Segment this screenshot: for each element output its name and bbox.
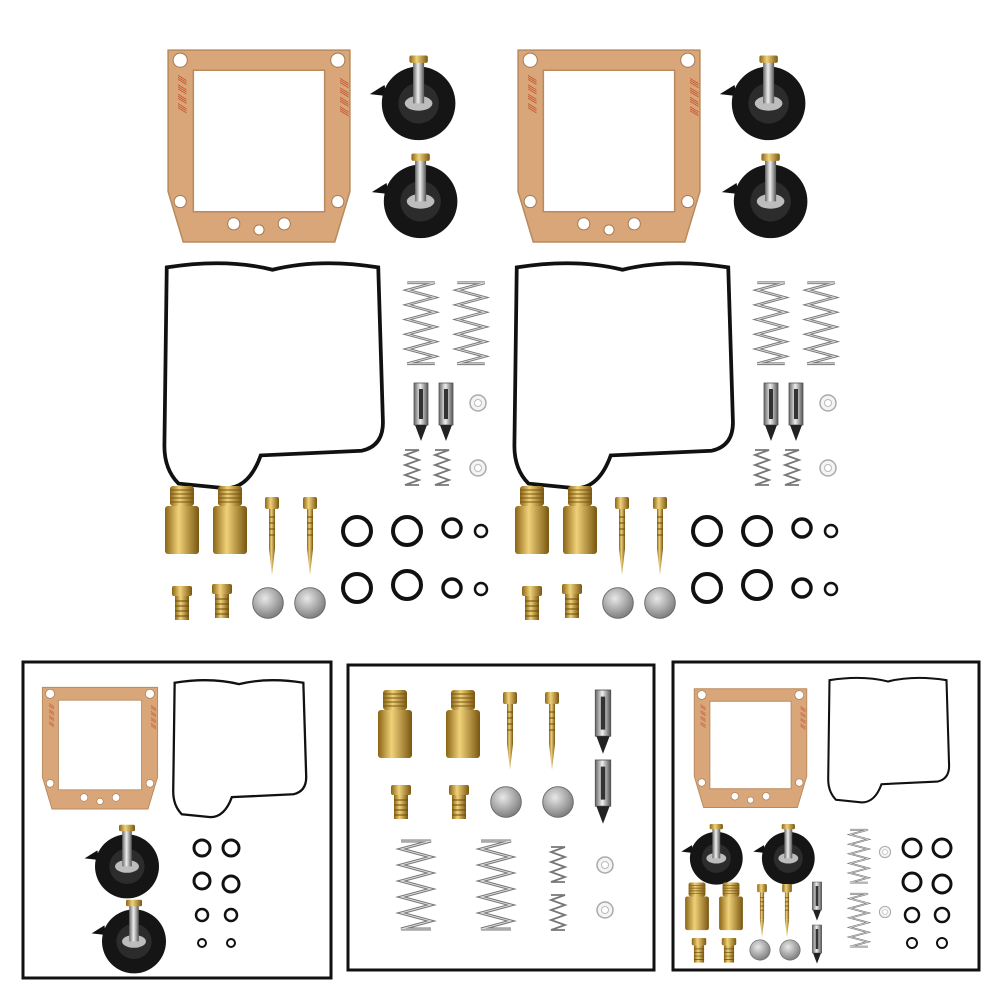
needle-valve [788,382,804,442]
o-ring [391,515,423,547]
washer [596,856,614,874]
washer [819,394,837,412]
paper-gasket [517,49,702,243]
o-ring [441,577,463,599]
filter-screen [779,939,801,961]
carb-kit-2 [512,49,839,621]
washer [819,459,837,477]
filter-screen [490,786,522,818]
spring [805,281,837,366]
slow-jet [390,784,412,820]
needle-valve [763,382,779,442]
o-ring [933,906,951,924]
washer [596,901,614,919]
o-ring [936,937,948,949]
main-jet [212,485,248,555]
o-ring [823,581,839,597]
main-jet [164,485,200,555]
main-jet [377,689,413,759]
o-ring [901,837,923,859]
spring [405,281,437,366]
o-ring [691,515,723,547]
filter-screen [602,587,634,619]
paper-gasket [167,49,352,243]
panel-border [21,660,333,980]
main-jet [514,485,550,555]
slow-jet [211,583,233,619]
float-bowl-gasket [512,261,735,491]
o-ring [197,938,207,948]
o-ring [391,569,423,601]
detail-panel-gaskets-diaphragms [21,660,333,980]
carb-kit-1 [162,49,489,621]
slow-jet [521,585,543,621]
o-ring [791,517,813,539]
needle-valve [438,382,454,442]
washer [878,845,892,859]
o-ring [741,515,773,547]
slow-jet [691,937,707,963]
o-ring [823,523,839,539]
main-jet [445,689,481,759]
o-ring [221,838,241,858]
slow-jet [721,937,737,963]
pilot-screw [264,496,280,576]
washer [469,394,487,412]
o-ring [223,907,239,923]
detail-panel-full-kit [671,660,981,972]
o-ring [931,837,953,859]
filter-screen [542,786,574,818]
o-ring [901,871,923,893]
diaphragm [371,153,458,239]
washer [878,905,892,919]
o-ring [791,577,813,599]
detail-panel-jets-springs [346,663,656,972]
o-ring [226,938,236,948]
o-ring [341,572,373,604]
needle-valve [413,382,429,442]
slow-jet [171,585,193,621]
o-ring [741,569,773,601]
o-ring [341,515,373,547]
diaphragm [719,55,806,141]
float-bowl-gasket [162,261,385,491]
small-spring [784,449,800,486]
filter-screen [294,587,326,619]
filter-screen [644,587,676,619]
small-spring [404,449,420,486]
diaphragm [369,55,456,141]
filter-screen [749,939,771,961]
o-ring [192,838,212,858]
o-ring [906,937,918,949]
slow-jet [561,583,583,619]
small-spring [754,449,770,486]
main-jet [718,882,744,931]
o-ring [473,523,489,539]
filter-screen [252,587,284,619]
diaphragm [721,153,808,239]
o-ring [221,874,241,894]
o-ring [192,871,212,891]
pilot-screw [652,496,668,576]
small-spring [434,449,450,486]
o-ring [903,906,921,924]
o-ring [931,873,953,895]
washer [469,459,487,477]
o-ring [473,581,489,597]
o-ring [441,517,463,539]
spring [455,281,487,366]
pilot-screw [614,496,630,576]
o-ring [691,572,723,604]
main-jet [562,485,598,555]
o-ring [194,907,210,923]
slow-jet [448,784,470,820]
main-jet [684,882,710,931]
spring [755,281,787,366]
pilot-screw [302,496,318,576]
panel-border [671,660,981,972]
